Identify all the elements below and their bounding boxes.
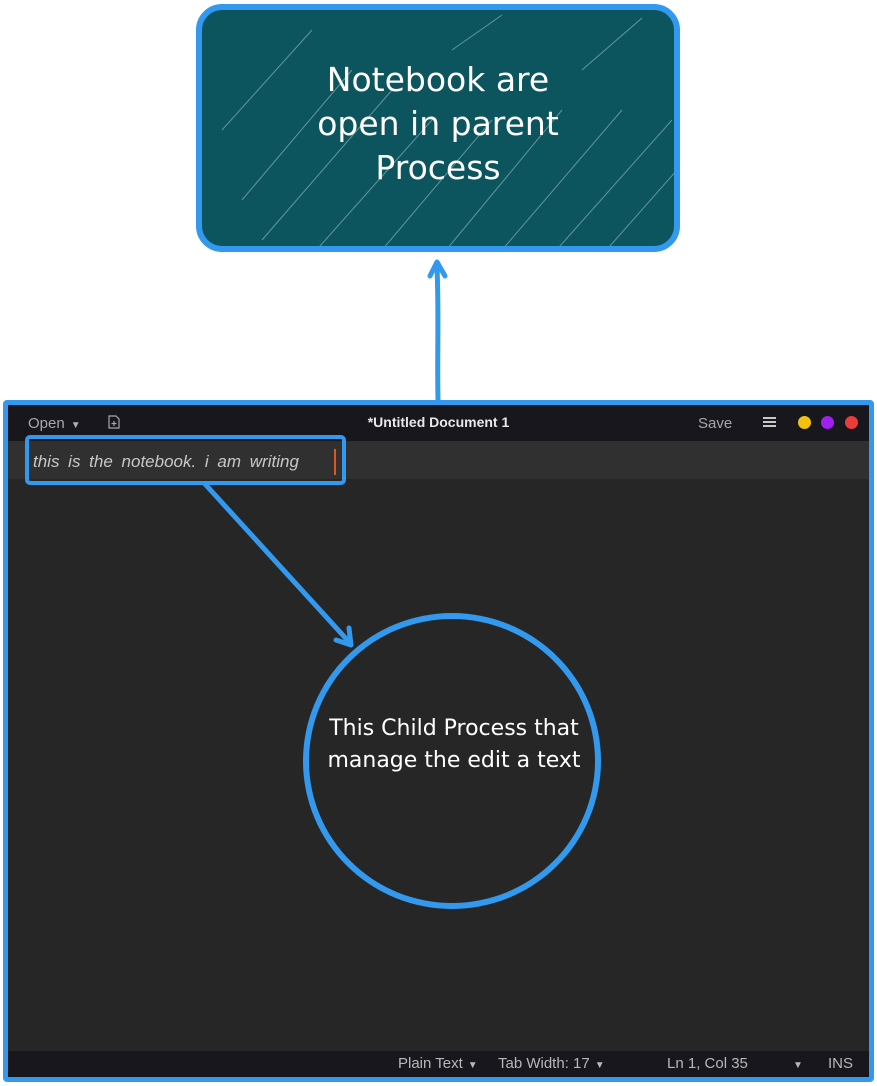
insert-mode-indicator[interactable]: INS bbox=[828, 1055, 854, 1072]
save-button[interactable]: Save bbox=[698, 415, 733, 432]
child-process-circle bbox=[303, 613, 601, 909]
close-button[interactable] bbox=[845, 416, 858, 429]
parent-process-box: Notebook are open in parent Process bbox=[196, 4, 680, 252]
language-label: Plain Text bbox=[398, 1055, 463, 1072]
parent-box-label: Notebook are open in parent Process bbox=[317, 60, 559, 187]
maximize-button[interactable] bbox=[821, 416, 834, 429]
new-document-icon[interactable] bbox=[108, 415, 120, 429]
cursor-position[interactable]: Ln 1, Col 35 bbox=[667, 1055, 748, 1072]
editor-text-line[interactable]: this is the notebook. i am writing bbox=[33, 452, 299, 471]
annotation-highlight-box bbox=[25, 435, 346, 485]
open-button[interactable]: Open ▼ bbox=[28, 415, 81, 432]
language-selector[interactable]: Plain Text ▼ bbox=[398, 1055, 478, 1072]
document-title: *Untitled Document 1 bbox=[367, 414, 510, 430]
parent-arrow-head bbox=[427, 259, 448, 279]
tab-width-selector[interactable]: Tab Width: 17 ▼ bbox=[498, 1055, 605, 1072]
cursor-position-label: Ln 1, Col 35 bbox=[667, 1055, 748, 1072]
chevron-down-icon: ▼ bbox=[594, 1060, 605, 1071]
text-cursor bbox=[334, 449, 336, 475]
open-button-label: Open bbox=[28, 415, 65, 432]
parent-arrow-shaft bbox=[434, 265, 441, 403]
child-process-label: This Child Process that manage the edit … bbox=[327, 716, 581, 773]
minimize-button[interactable] bbox=[798, 416, 811, 429]
chevron-down-icon: ▼ bbox=[70, 420, 81, 431]
tab-width-label: Tab Width: 17 bbox=[498, 1055, 590, 1072]
current-line-highlight bbox=[8, 441, 869, 479]
hatch-fill bbox=[221, 14, 674, 246]
chevron-down-icon: ▼ bbox=[467, 1060, 478, 1071]
hamburger-menu-icon[interactable] bbox=[763, 416, 776, 428]
chevron-down-icon[interactable]: ▼ bbox=[793, 1060, 803, 1071]
status-bar: Plain Text▼ Tab Width: 17▼ Ln 1, Col 35 … bbox=[8, 1051, 869, 1077]
